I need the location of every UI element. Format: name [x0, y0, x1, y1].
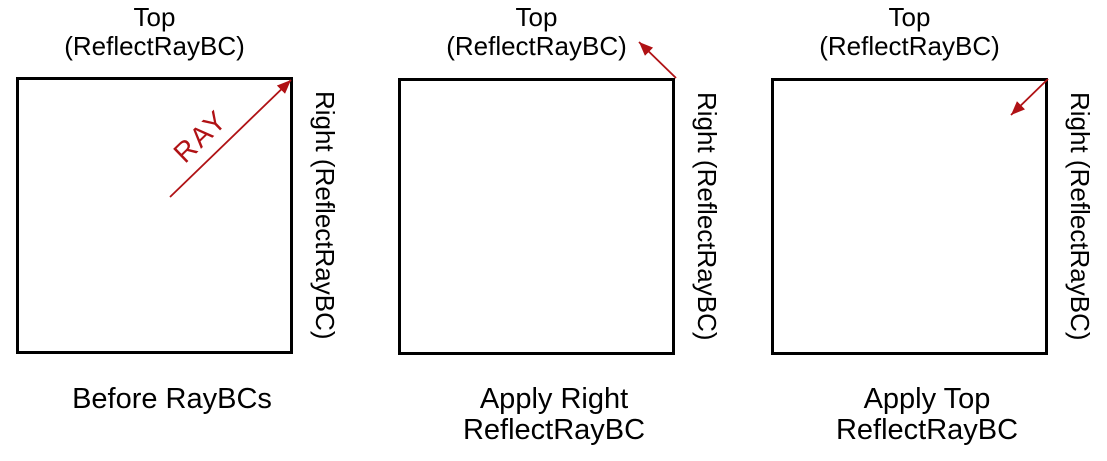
panel-caption: Apply Top ReflectRayBC — [835, 383, 1019, 446]
panel-caption: Apply Right ReflectRayBC — [462, 383, 646, 446]
right-boundary-label: Right (ReflectRayBC) — [692, 92, 722, 341]
top-boundary-label: Top (ReflectRayBC) — [446, 2, 627, 61]
right-boundary-label: Right (ReflectRayBC) — [1065, 92, 1095, 341]
right-boundary-label: Right (ReflectRayBC) — [310, 91, 340, 340]
top-boundary-label: Top (ReflectRayBC) — [64, 2, 245, 61]
domain-box — [16, 77, 293, 354]
top-boundary-label: Top (ReflectRayBC) — [819, 2, 1000, 61]
domain-box — [771, 78, 1048, 355]
panel-caption: Before RayBCs — [72, 383, 272, 415]
domain-box — [398, 78, 675, 355]
